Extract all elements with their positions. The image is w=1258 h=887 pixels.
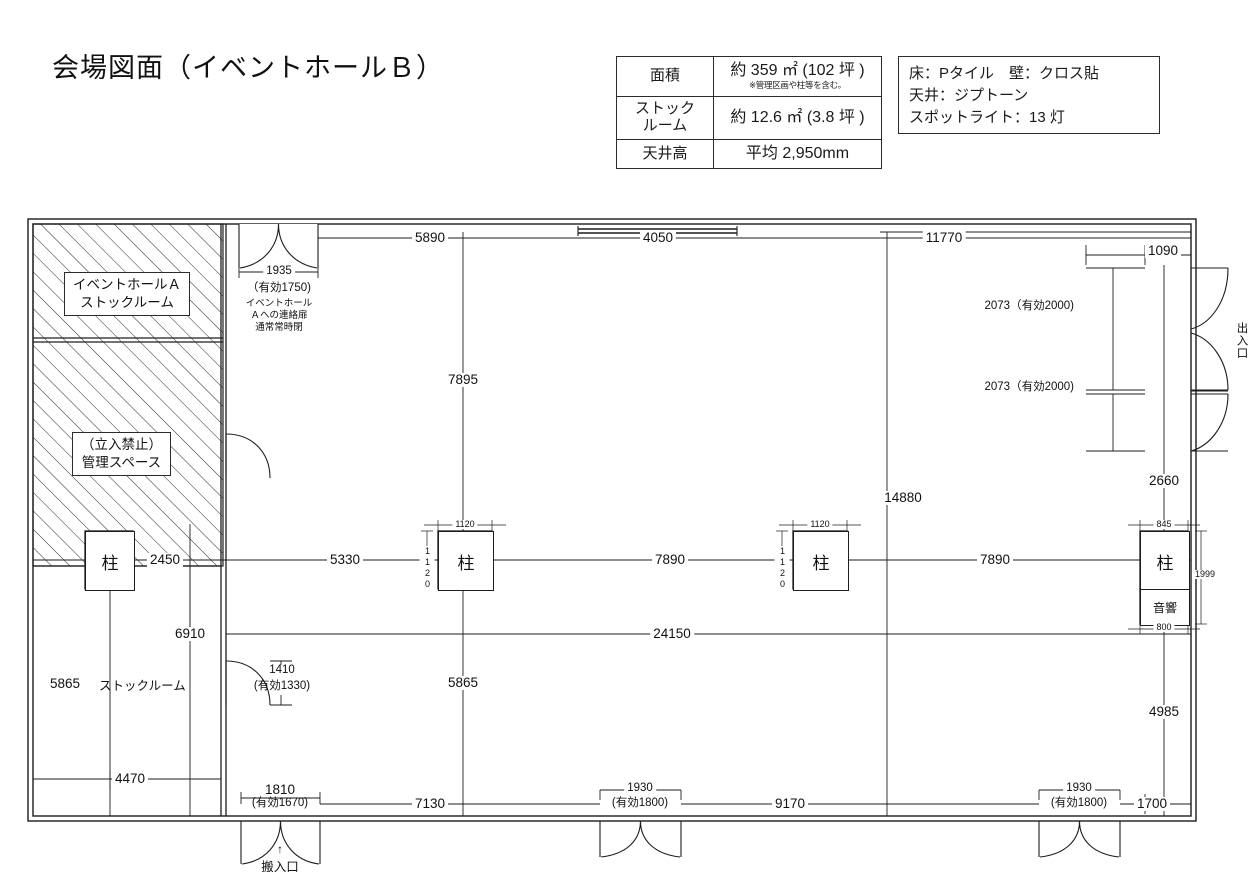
dim-top-4050: 4050 [639, 231, 677, 245]
dim-bottom-door-mid: 1930 [624, 782, 656, 795]
dim-loading-door: 1810 [261, 783, 299, 797]
column-tag-right: 柱 [1140, 531, 1190, 591]
column-tag-left: 柱 [85, 531, 135, 591]
dim-top-11770: 11770 [922, 231, 966, 245]
sound-booth-tag: 音響 [1140, 589, 1190, 626]
finishes-ceiling: 天井：ジプトーン [909, 87, 1029, 105]
spec-key-stockroom-line1: ストック [634, 100, 695, 118]
finishes-spotlight: スポットライト：13 灯 [909, 109, 1065, 127]
dim-v-6910: 6910 [171, 627, 209, 641]
dim-v-7895: 7895 [444, 373, 482, 387]
table-row-area: 面積 約 359 ㎡ (102 坪 ) ※管理区画や柱等を含む。 [616, 55, 882, 98]
dim-h-5330: 5330 [326, 553, 364, 567]
dim-hall-a-door: 1935 [263, 265, 295, 278]
spec-key-stockroom: ストック ルーム [616, 96, 714, 140]
admin-space-line2: 管理スペース [81, 455, 162, 471]
table-row-ceiling: 天井高 平均 2,950mm [616, 138, 882, 170]
dim-column-width-mid-right: 1120 [807, 520, 833, 529]
dim-stock-door-clear: (有効1330) [253, 680, 311, 692]
note-hall-a-door: イベントホール Ａへの連絡扉 通常常時閉 [246, 298, 313, 334]
column-tag-mid-right: 柱 [793, 531, 849, 591]
dim-h-7890-left: 7890 [651, 553, 689, 567]
label-entrance: 出入口 [1235, 322, 1248, 360]
note-hall-a-door-line2: Ａへの連絡扉 [250, 309, 308, 321]
dim-top-5890: 5890 [411, 231, 449, 245]
dim-h-2450: 2450 [146, 553, 184, 567]
dim-loading-door-clear: (有効1670) [251, 797, 309, 809]
dim-h-1700: 1700 [1133, 797, 1171, 811]
dim-v-4985: 4985 [1145, 705, 1183, 719]
note-hall-a-door-line3: 通常常時閉 [255, 321, 303, 333]
dim-v-14880: 14880 [881, 491, 925, 505]
dim-h-9170: 9170 [771, 797, 809, 811]
column-tag-mid-left: 柱 [438, 531, 494, 591]
spec-value-stockroom: 約 12.6 ㎡ (3.8 坪 ) [713, 96, 882, 140]
spec-key-ceiling: 天井高 [616, 138, 714, 170]
dim-bottom-door-right: 1930 [1063, 782, 1095, 795]
table-row-stockroom: ストック ルーム 約 12.6 ㎡ (3.8 坪 ) [616, 96, 882, 140]
hall-a-stock-line2: ストックルーム [80, 295, 174, 311]
dim-bottom-door-right-clear: (有効1800) [1050, 797, 1108, 809]
dim-v-5865-left: 5865 [46, 677, 84, 691]
room-label-admin-space: （立入禁止） 管理スペース [72, 432, 171, 477]
dim-column-width-right: 845 [1153, 520, 1175, 529]
dim-v-2660: 2660 [1145, 474, 1183, 488]
room-label-hall-a-stockroom: イベントホールＡ ストックルーム [64, 272, 190, 317]
dim-h-4470: 4470 [111, 772, 149, 786]
dim-bottom-door-mid-clear: (有効1800) [611, 797, 669, 809]
dim-h-7890-right: 7890 [976, 553, 1014, 567]
dim-column-height-mid-left: 1120 [419, 546, 435, 590]
spec-value-area-text: 約 359 ㎡ (102 坪 ) [730, 62, 865, 79]
finishes-box: 床：Pタイル 壁：クロス貼 天井：ジプトーン スポットライト：13 灯 [898, 56, 1160, 134]
label-loading-entrance: 搬入口 [261, 860, 299, 874]
spec-note-area: ※管理区画や柱等を含む。 [748, 80, 847, 91]
dim-column-height-mid-right: 1120 [774, 546, 790, 590]
dim-entrance-door-lower: 2073（有効2000) [981, 381, 1077, 394]
dim-v-1999: 1999 [1191, 570, 1219, 579]
dim-v-5865-mid: 5865 [444, 676, 482, 690]
page-title: 会場図面（イベントホールＢ） [52, 53, 444, 83]
dim-stock-door: 1410 [266, 664, 298, 677]
dim-h-7130: 7130 [411, 797, 449, 811]
admin-space-line1: （立入禁止） [81, 437, 162, 452]
spec-key-stockroom-line2: ルーム [642, 116, 688, 134]
room-label-stockroom: ストックルーム [99, 679, 186, 693]
spec-table: 面積 約 359 ㎡ (102 坪 ) ※管理区画や柱等を含む。 ストック ルー… [616, 55, 882, 170]
loading-arrow-icon: ↑ [277, 844, 283, 856]
spec-value-area: 約 359 ㎡ (102 坪 ) ※管理区画や柱等を含む。 [713, 55, 882, 98]
dim-top-1090: 1090 [1144, 244, 1182, 258]
dim-column-width-mid-left: 1120 [452, 520, 478, 529]
spec-value-ceiling: 平均 2,950mm [713, 138, 882, 170]
spec-key-area: 面積 [616, 55, 714, 98]
note-hall-a-door-line1: イベントホール [245, 298, 313, 309]
dim-h-24150: 24150 [650, 627, 694, 641]
dim-sound-width: 800 [1153, 623, 1175, 632]
dim-entrance-door-upper: 2073（有効2000) [981, 300, 1077, 313]
finishes-floor-wall: 床：Pタイル 壁：クロス貼 [909, 65, 1100, 82]
hall-a-stock-line1: イベントホールＡ [73, 277, 181, 292]
dim-hall-a-door-clear: （有効1750) [247, 282, 311, 294]
